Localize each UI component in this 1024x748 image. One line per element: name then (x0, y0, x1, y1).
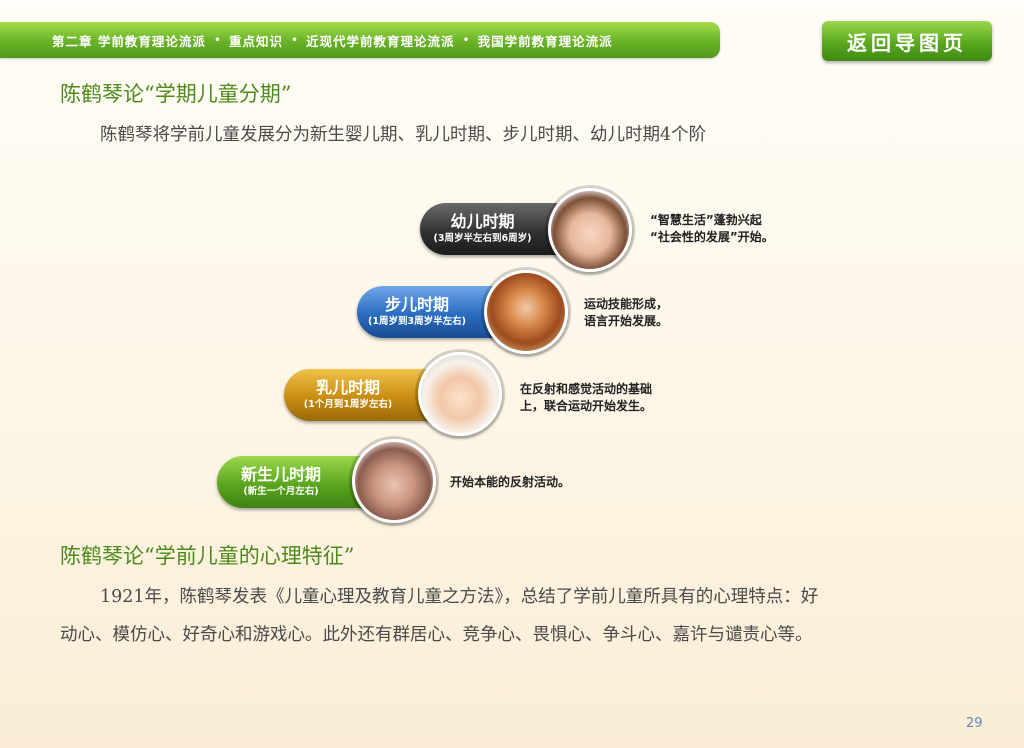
section-title-periods: 陈鹤琴论“学期儿童分期” (60, 82, 292, 106)
stage-desc-line: “智慧生活”蓬勃兴起 (650, 213, 762, 227)
breadcrumb-key-knowledge[interactable]: 重点知识 (228, 33, 283, 49)
stage-desc-line: 语言开始发展。 (584, 314, 669, 328)
back-to-map-button[interactable]: 返回导图页 (822, 21, 992, 61)
stage-desc-line: 开始本能的反射活动。 (450, 475, 571, 489)
section-title-psychology: 陈鹤琴论“学前儿童的心理特征” (60, 544, 355, 568)
stage-range: (1个月到1周岁左右) (303, 399, 393, 410)
stage-desc-toddler: 运动技能形成， 语言开始发展。 (584, 296, 668, 330)
psychology-text-line1: 1921年，陈鹤琴发表《儿童心理及教育儿童之方法》，总结了学前儿童所具有的心理特… (100, 587, 819, 607)
breadcrumb-modern-schools[interactable]: 近现代学前教育理论流派 (306, 33, 455, 49)
breadcrumb-separator: • (213, 33, 221, 47)
stage-desc-preschool: “智慧生活”蓬勃兴起 “社会性的发展”开始。 (650, 212, 774, 246)
child-photo-newborn (352, 439, 436, 523)
breadcrumb-bar: 第二章 学前教育理论流派 • 重点知识 • 近现代学前教育理论流派 • 我国学前… (0, 22, 720, 58)
breadcrumb-separator: • (462, 33, 470, 47)
psychology-text-line2: 动心、模仿心、好奇心和游戏心。此外还有群居心、竞争心、畏惧心、争斗心、嘉许与谴责… (60, 625, 813, 645)
child-photo-preschool (548, 188, 632, 272)
stage-range: (1周岁到3周岁半左右) (368, 316, 466, 327)
stage-desc-line: 在反射和感觉活动的基础 (520, 382, 653, 396)
stage-name: 新生儿时期 (240, 465, 321, 484)
page-number: 29 (966, 716, 983, 731)
breadcrumb-separator: • (290, 33, 299, 47)
child-photo-toddler (484, 270, 568, 354)
stage-desc-line: 运动技能形成， (584, 297, 669, 311)
stage-name: 乳儿时期 (315, 378, 380, 397)
stage-name: 幼儿时期 (450, 212, 515, 231)
stage-desc-line: “社会性的发展”开始。 (650, 230, 774, 244)
child-photo-infant (418, 352, 502, 436)
stage-name: 步儿时期 (384, 295, 449, 314)
stage-desc-infant: 在反射和感觉活动的基础 上，联合运动开始发生。 (520, 381, 652, 415)
stage-range: (3周岁半左右到6周岁) (433, 233, 532, 244)
breadcrumb-china-schools[interactable]: 我国学前教育理论流派 (477, 33, 613, 49)
breadcrumb-chapter[interactable]: 第二章 学前教育理论流派 (52, 33, 206, 49)
stage-desc-line: 上，联合运动开始发生。 (520, 399, 653, 413)
stage-range: (新生一个月左右) (243, 486, 319, 497)
periods-intro-text: 陈鹤琴将学前儿童发展分为新生婴儿期、乳儿时期、步儿时期、幼儿时期4个阶 (100, 125, 707, 145)
stage-desc-newborn: 开始本能的反射活动。 (450, 474, 570, 491)
